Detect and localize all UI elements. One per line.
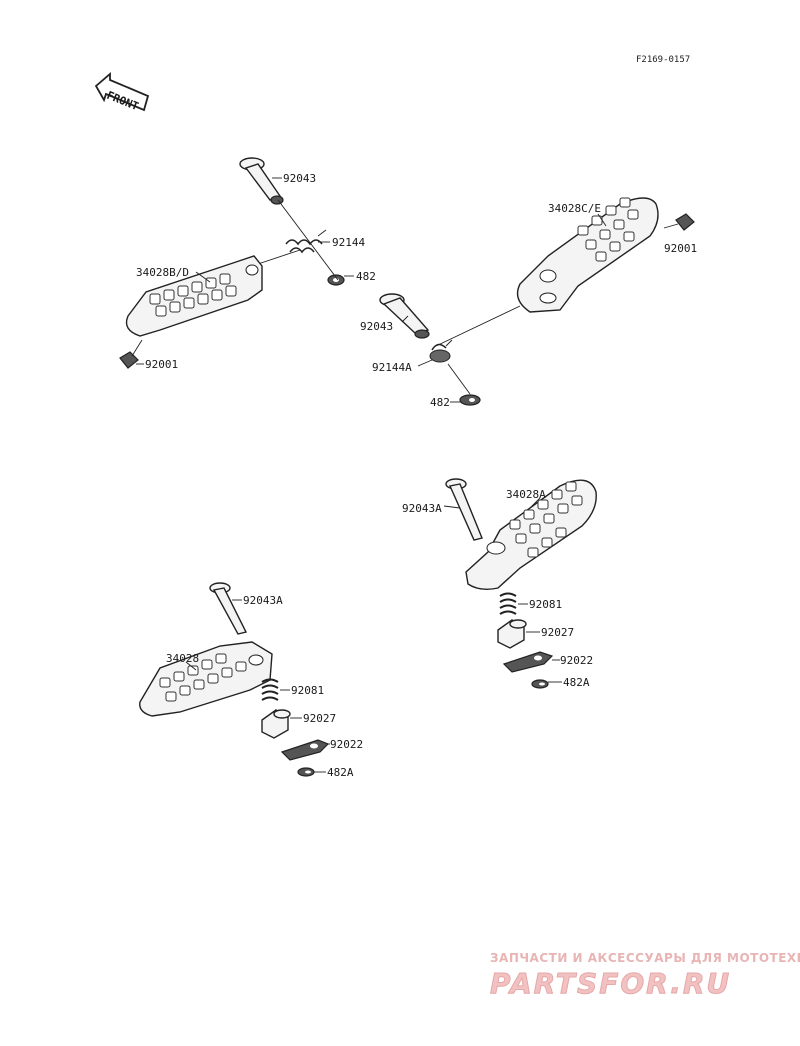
label-92027-left: 92027	[303, 712, 336, 725]
label-482-mid: 482	[430, 396, 450, 409]
spring-92081-left	[261, 678, 279, 701]
label-92022-right: 92022	[560, 654, 593, 667]
clip-482A-right	[531, 679, 549, 689]
footpeg-34028	[139, 641, 273, 717]
label-92027-right: 92027	[541, 626, 574, 639]
label-92001-left: 92001	[145, 358, 178, 371]
plate-92022-right	[502, 651, 554, 673]
detent-92027-right	[497, 619, 527, 649]
bolt-92001-left	[119, 339, 143, 369]
spring-92144A	[429, 339, 453, 363]
label-92081-left: 92081	[291, 684, 324, 697]
pin-92043A-left	[209, 582, 248, 635]
pin-92043-mid	[379, 293, 430, 339]
label-92043A-left: 92043A	[243, 594, 283, 607]
watermark-tagline: ЗАПЧАСТИ И АКСЕССУАРЫ ДЛЯ МОТОТЕХНИКИ	[490, 951, 800, 965]
footpeg-34028A-assembly: 92043A 34028A 92081	[402, 478, 597, 689]
bolt-92001-right	[663, 213, 695, 231]
label-92043-top: 92043	[283, 172, 316, 185]
clip-482-mid	[459, 394, 481, 406]
label-92144: 92144	[332, 236, 365, 249]
pin-92043-top	[239, 157, 284, 205]
label-92081-right: 92081	[529, 598, 562, 611]
label-92043-mid: 92043	[360, 320, 393, 333]
label-92144A: 92144A	[372, 361, 412, 374]
footpeg-34028-assembly: 92043A 34028 92081	[139, 582, 363, 779]
spring-92144	[285, 229, 327, 254]
watermark-logo: ЗАПЧАСТИ И АКСЕССУАРЫ ДЛЯ МОТОТЕХНИКИ PA…	[490, 951, 800, 1001]
label-34028: 34028	[166, 652, 199, 665]
label-482A-right: 482A	[563, 676, 590, 689]
clip-482-top	[327, 274, 345, 286]
label-34028A: 34028A	[506, 488, 546, 501]
label-34028CE: 34028C/E	[548, 202, 601, 215]
footpeg-34028A	[465, 479, 597, 591]
label-482A-left: 482A	[327, 766, 354, 779]
footpeg-34028BD	[125, 255, 263, 337]
front-arrow-icon: FRONT	[94, 72, 150, 113]
footpeg-34028BD-assembly: 92043 92144 482	[119, 157, 376, 371]
label-92043A-right: 92043A	[402, 502, 442, 515]
spring-92081-right	[499, 592, 517, 615]
clip-482A-left	[297, 767, 315, 777]
diagram-code: F2169-0157	[636, 55, 690, 65]
plate-92022-left	[280, 739, 330, 761]
footpeg-34028CE	[516, 197, 659, 313]
detent-92027-left	[261, 709, 291, 739]
label-92001-right: 92001	[664, 242, 697, 255]
label-482-top: 482	[356, 270, 376, 283]
label-92022-left: 92022	[330, 738, 363, 751]
footpeg-34028CE-assembly: 34028C/E 92001 92043 92144A	[360, 197, 697, 409]
label-34028BD: 34028B/D	[136, 266, 189, 279]
watermark-brand: PARTSFOR.RU	[490, 967, 731, 1000]
pin-92043A-right	[445, 478, 483, 541]
